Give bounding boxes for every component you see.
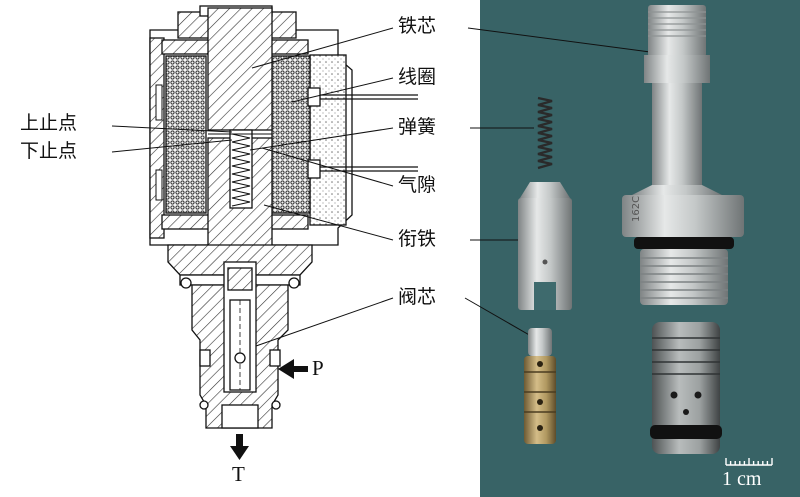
valve-core-photo [524, 328, 556, 444]
label-armature: 衔铁 [398, 228, 437, 250]
label-coil: 线圈 [398, 66, 437, 88]
spring-section [231, 133, 251, 207]
label-iron-core: 铁芯 [398, 15, 437, 37]
label-bottom-dead-center: 下止点 [20, 140, 78, 162]
iron-core-section [207, 7, 273, 131]
component-photo: 162C [464, 0, 800, 497]
leader-bottom-dead-center [111, 139, 233, 153]
armature-photo [518, 182, 572, 310]
port-t-arrow [230, 434, 249, 460]
leader-coil [291, 77, 394, 103]
iron-core-photo: 162C [622, 5, 744, 305]
photo-leader-iron-core [467, 27, 651, 53]
valve-seat-photo [650, 322, 722, 454]
photo-leader-valve-core [464, 297, 539, 341]
leader-air-gap [261, 147, 394, 187]
scale-bar-label: 1 cm [722, 468, 762, 490]
scale-bar [725, 458, 773, 466]
leader-valve-core [255, 297, 394, 347]
label-air-gap: 气隙 [398, 174, 437, 196]
leader-iron-core [251, 27, 394, 69]
leader-top-dead-center [111, 125, 233, 133]
label-top-dead-center: 上止点 [20, 112, 78, 134]
label-port-p: P [312, 356, 324, 380]
coil-winding-right [271, 55, 311, 214]
label-port-t: T [232, 462, 245, 486]
label-spring: 弹簧 [398, 116, 437, 138]
coil-winding-left [165, 55, 207, 214]
housing-wall-left [149, 37, 165, 239]
port-p-arrow [278, 359, 308, 379]
leader-armature [263, 204, 394, 241]
label-valve-core: 阀芯 [398, 286, 437, 308]
leader-spring [249, 127, 394, 151]
spring-photo [537, 96, 553, 170]
cross-section-drawing [111, 5, 418, 460]
part-stamp: 162C [631, 196, 642, 222]
